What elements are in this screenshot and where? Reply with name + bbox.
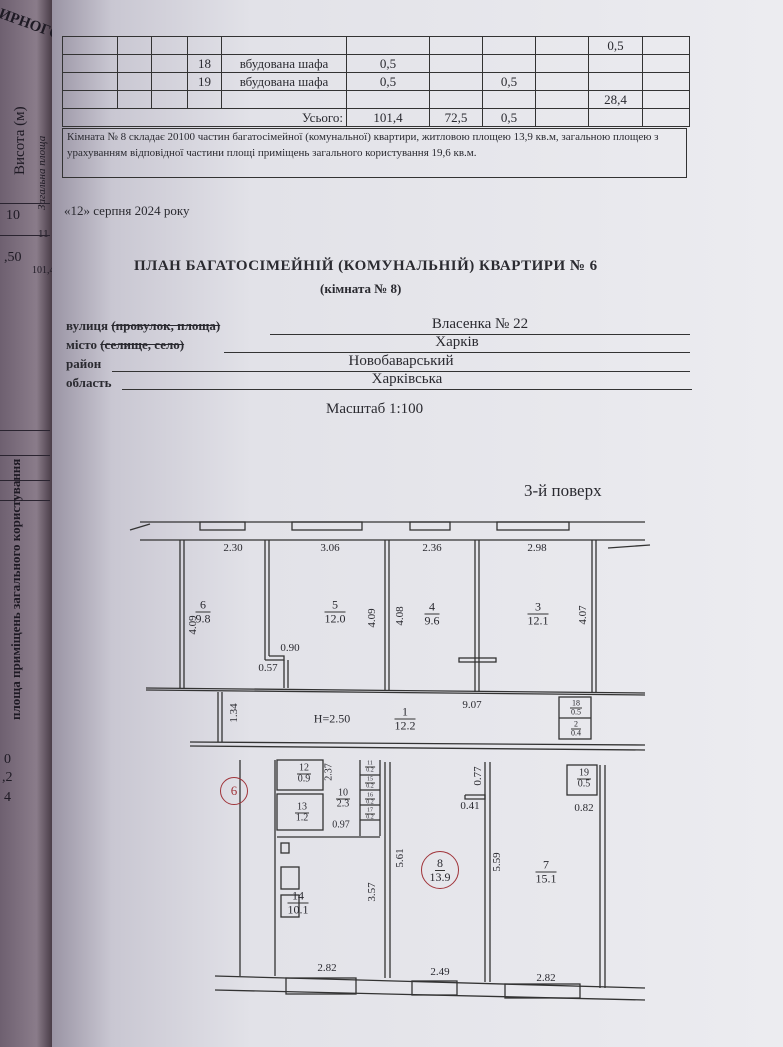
top-width-dim: 2.30 [223,542,243,554]
prev-lower-value: 0 [4,752,11,767]
top-width-dim: 2.36 [422,542,442,554]
prev-col-num: 11 [38,228,49,240]
city-label: місто (селище, село) [66,337,185,352]
scale-label: Масштаб 1:100 [326,401,424,417]
closet-19-dim: 0.82 [574,802,594,814]
prev-col-num: 10 [6,208,20,223]
bottom-width-dim: 2.49 [430,966,450,978]
table-note: Кімната № 8 складає 20100 частин багатос… [62,128,687,178]
room8-height-dim: 5.61 [394,848,406,868]
wc-dim: 2.37 [323,763,335,781]
page-title: ПЛАН БАГАТОСІМЕЙНІЙ (КОМУНАЛЬНІЙ) КВАРТИ… [134,258,598,274]
prev-row-value: 101,4 [32,265,55,276]
city-value: Харків [435,334,479,350]
room7-height-dim: 5.59 [491,852,503,872]
ceiling-height: H=2.50 [313,711,351,726]
height-dim: 4.07 [577,605,589,625]
previous-page-edge: ИРНОГО Висота (м) Загальна площа 10 11 ,… [0,0,63,1047]
door-dim: 0.57 [258,662,278,674]
document-date: «12» серпня 2024 року [64,203,190,218]
table-row: 28,4 [62,90,690,109]
region-value: Харківська [371,371,443,387]
hall-dim: 0.97 [332,819,350,831]
door-dim: 0.90 [280,642,300,654]
district-value: Новобаварський [348,353,454,369]
niche-dim: 0.41 [460,800,480,812]
prev-lower-value: 4 [4,790,11,805]
corridor-width-dim: 1.34 [228,703,240,723]
region-label: область [66,375,112,390]
bottom-width-dim: 2.82 [536,972,556,984]
top-width-dim: 3.06 [320,542,340,554]
prev-row-value: ,50 [4,250,22,265]
apartment-marker: 6 [220,777,248,805]
corridor-length-dim: 9.07 [462,699,482,711]
district-label: район [66,356,102,371]
top-width-dim: 2.98 [527,542,547,554]
height-dim: 4.09 [366,608,378,628]
kitchen-height-dim: 3.57 [366,882,378,902]
page-subtitle: (кімната № 8) [320,281,402,296]
bottom-width-dim: 2.82 [317,962,337,974]
prev-lower-value: ,2 [2,770,13,785]
floor-label: 3-й поверх [524,481,602,500]
height-dim: 4.09 [187,615,199,635]
height-dim: 4.08 [394,606,406,626]
niche-dim: 0.77 [472,766,484,786]
street-label: вулиця (провулок, площа) [66,318,221,333]
street-value: Власенка № 22 [431,316,529,332]
